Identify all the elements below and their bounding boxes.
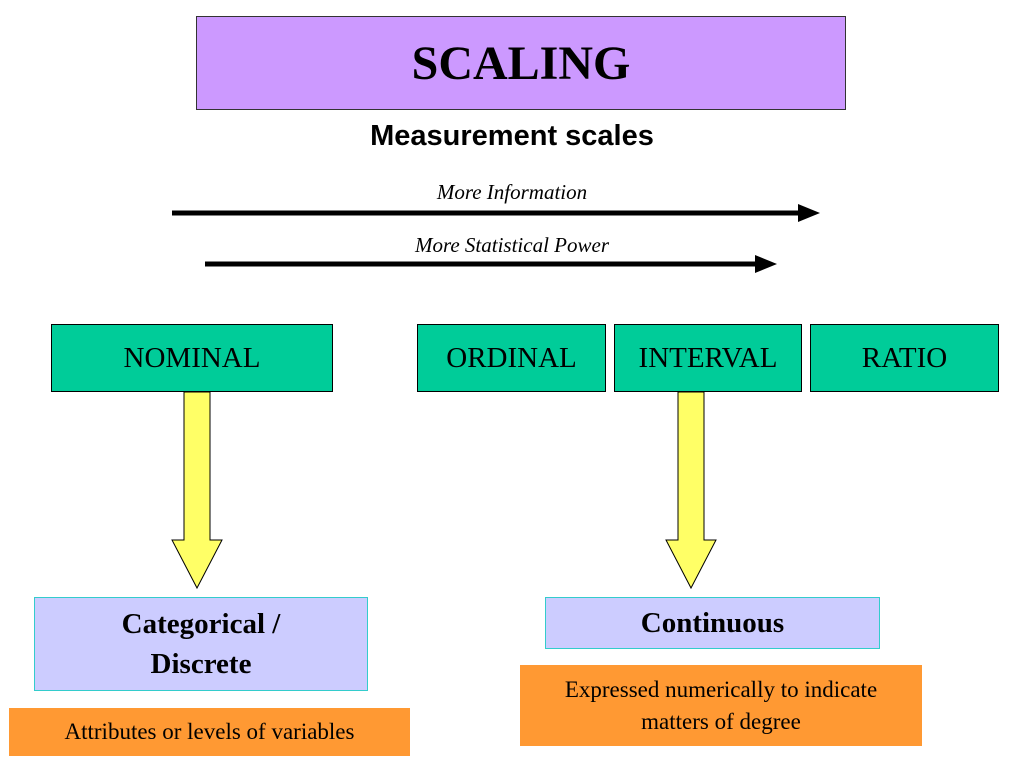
nominal-label: NOMINAL <box>123 341 261 374</box>
ordinal-box: ORDINAL <box>417 324 606 392</box>
interval-box: INTERVAL <box>614 324 802 392</box>
nominal-down-arrow <box>171 391 223 590</box>
categorical-description: Attributes or levels of variables <box>64 719 355 744</box>
categorical-discrete-label: Categorical / Discrete <box>121 608 281 680</box>
interval-label: INTERVAL <box>638 341 778 374</box>
more-information-label: More Information <box>436 180 588 204</box>
page-title: SCALING <box>411 36 631 90</box>
categorical-discrete-box: Categorical / Discrete <box>34 597 368 691</box>
ratio-label: RATIO <box>861 341 948 374</box>
more-statistical-power-arrow <box>205 255 777 273</box>
more-information-arrow <box>172 204 820 222</box>
ordinal-label: ORDINAL <box>446 341 577 374</box>
ratio-box: RATIO <box>810 324 999 392</box>
categorical-description-box: Attributes or levels of variables <box>9 708 410 756</box>
nominal-box: NOMINAL <box>51 324 333 392</box>
more-statistical-power-label: More Statistical Power <box>414 233 610 257</box>
continuous-box: Continuous <box>545 597 880 649</box>
subtitle: Measurement scales <box>370 120 654 152</box>
continuous-label: Continuous <box>640 607 785 639</box>
title-box: SCALING <box>196 16 846 110</box>
continuous-description-box: Expressed numerically to indicate matter… <box>520 665 922 746</box>
continuous-description: Expressed numerically to indicate matter… <box>564 676 878 734</box>
interval-down-arrow <box>665 391 717 590</box>
